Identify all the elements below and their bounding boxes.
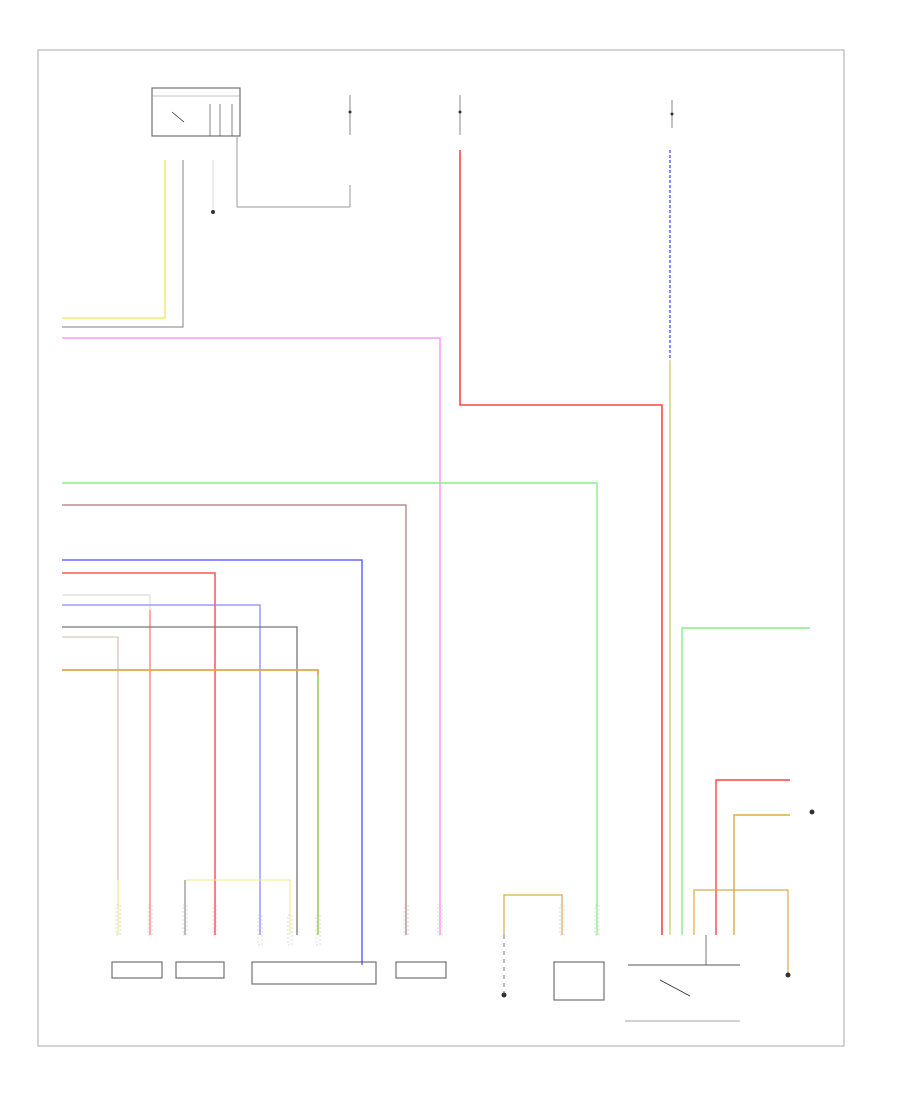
wire-relay-fuse (236, 136, 351, 208)
wire-branch-orange (503, 894, 563, 935)
wire-red-main (459, 150, 663, 935)
wire-branch-yellow-2 (185, 879, 291, 935)
wire-white-1 (62, 594, 151, 935)
wire-tan (62, 636, 119, 935)
wire-orange-right (733, 814, 790, 935)
wire-dark-1 (62, 626, 298, 935)
fuse-3 (670, 100, 674, 128)
wire-gray-1 (62, 160, 184, 328)
wire-red-right (715, 779, 790, 935)
wire-green-1 (62, 482, 598, 935)
wire-pink (62, 337, 441, 935)
wire-blue-1 (62, 559, 363, 965)
fuse-2 (458, 95, 462, 135)
sensor-3 (251, 961, 377, 985)
wire-green-3 (681, 627, 810, 935)
wire-yellow-1 (62, 160, 166, 319)
ground-right (785, 972, 791, 978)
ground-top (211, 160, 215, 214)
sensor-right (809, 809, 815, 815)
wire-orange (62, 669, 319, 935)
sensor-1 (111, 961, 163, 979)
fuse-1 (348, 95, 352, 135)
wire-red-2 (62, 572, 216, 935)
wire-blue-2 (62, 604, 261, 935)
wire-brown (62, 504, 407, 935)
sensor-2 (175, 961, 225, 979)
connector-pins (115, 904, 600, 946)
module (625, 964, 740, 1022)
relay-box (151, 87, 241, 137)
diagram-frame (37, 49, 845, 1047)
ground-left (501, 992, 507, 998)
sensor-4 (395, 961, 447, 979)
valve (553, 961, 605, 1001)
wire-orange-right-2 (693, 889, 789, 975)
